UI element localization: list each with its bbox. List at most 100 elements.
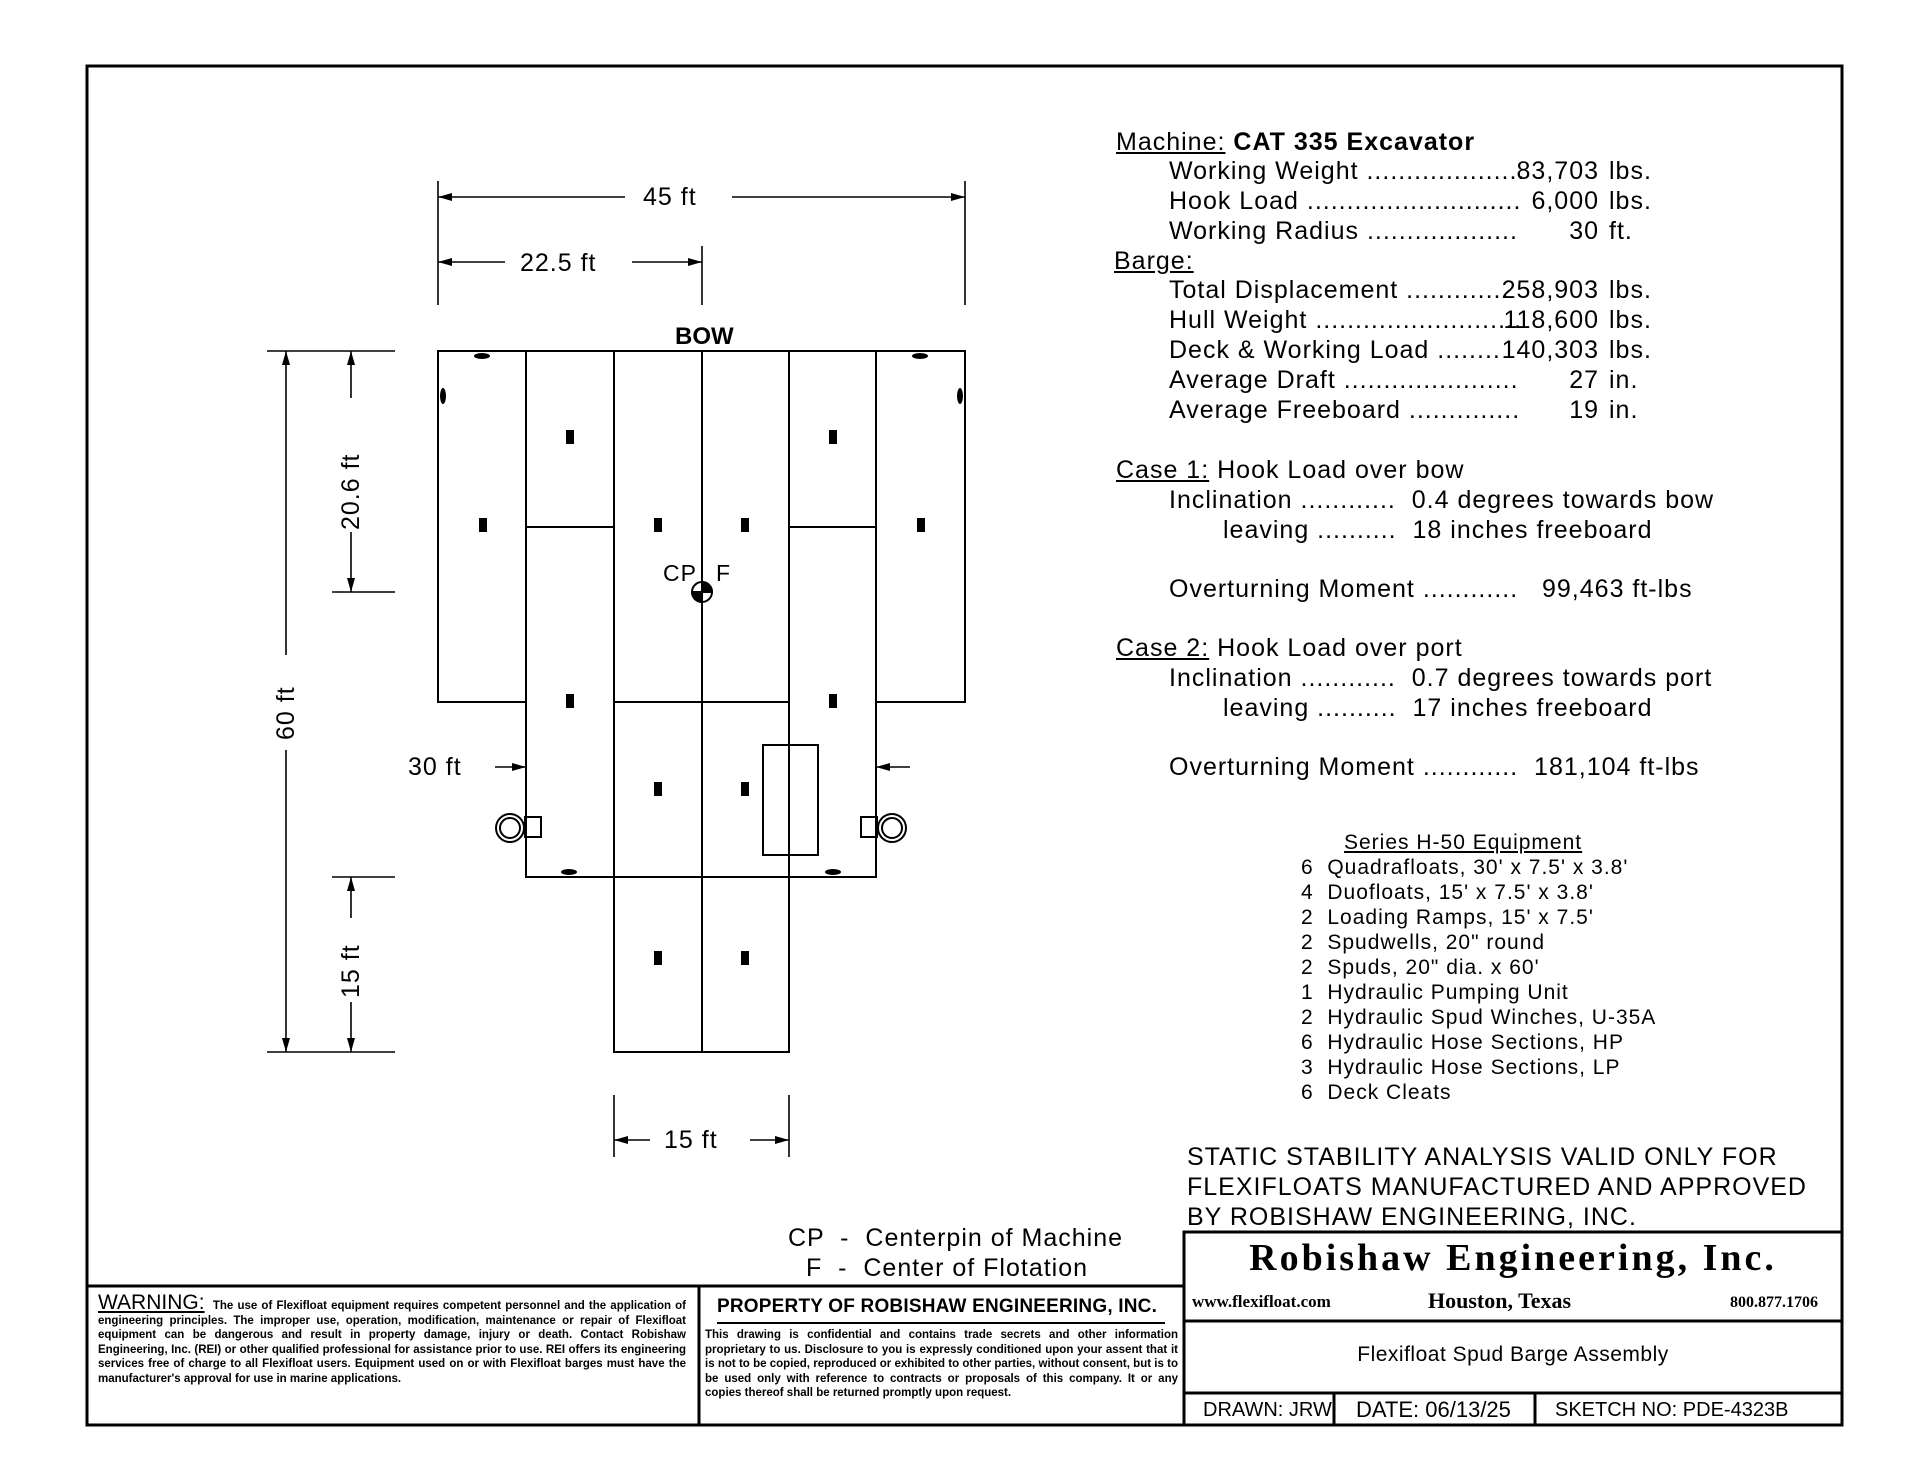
warning-heading: WARNING: — [98, 1291, 205, 1314]
dimension-lines — [267, 181, 966, 1157]
case1-title: Hook Load over bow — [1217, 456, 1465, 484]
barge-heading: Barge: — [1114, 247, 1194, 275]
dim-60ft: 60 ft — [272, 686, 300, 740]
barge-outline — [437, 350, 966, 1053]
case2-moment: Overturning Moment ............ 181,104 … — [1169, 753, 1700, 781]
dim-45ft: 45 ft — [643, 183, 697, 211]
spec-value: 258,903 — [1501, 276, 1599, 304]
spudwell-starboard — [860, 813, 907, 843]
stability-note: STATIC STABILITY ANALYSIS VALID ONLY FOR — [1187, 1143, 1778, 1171]
property-text: This drawing is confidential and contain… — [705, 1329, 1178, 1399]
case1-label: Case 1: — [1116, 456, 1210, 484]
warning-text: The use of Flexifloat equipment requires… — [98, 1300, 687, 1385]
cp-f-symbol — [690, 580, 714, 604]
property-heading: PROPERTY OF ROBISHAW ENGINEERING, INC. — [717, 1296, 1158, 1317]
equipment-item: 6 Deck Cleats — [1301, 1081, 1452, 1104]
legend-f: F - Center of Flotation — [806, 1254, 1089, 1282]
spec-value: 27 — [1569, 366, 1599, 394]
spec-label: Working Weight .................... — [1169, 157, 1526, 185]
case2-leaving: leaving .......... 17 inches freeboard — [1223, 694, 1653, 722]
spec-row: Average Draft ...................... 27 in… — [1169, 366, 1769, 396]
spec-unit: lbs. — [1609, 276, 1652, 304]
dimension-arrows — [282, 193, 965, 1144]
cp-label: CP — [663, 560, 697, 586]
spec-unit: in. — [1609, 366, 1639, 394]
spec-unit: lbs. — [1609, 336, 1652, 364]
title-block-lines — [87, 1230, 1844, 1427]
spec-value: 6,000 — [1531, 187, 1599, 215]
spec-unit: lbs. — [1609, 157, 1652, 185]
equipment-item: 2 Loading Ramps, 15' x 7.5' — [1301, 906, 1594, 929]
spec-unit: in. — [1609, 396, 1639, 424]
spec-value: 19 — [1569, 396, 1599, 424]
equipment-item: 2 Spudwells, 20" round — [1301, 931, 1546, 954]
case2-title: Hook Load over port — [1217, 634, 1463, 662]
warning-block: WARNING: The use of Flexifloat equipment… — [98, 1292, 687, 1386]
spec-row: Average Freeboard .............. 19 in. — [1169, 396, 1769, 426]
website-link[interactable]: www.flexifloat.com — [1192, 1292, 1331, 1311]
spec-row: Hull Weight ..........................11… — [1169, 306, 1769, 336]
drawing-date: DATE: 06/13/25 — [1356, 1397, 1511, 1422]
company-location: Houston, Texas — [1428, 1288, 1572, 1313]
company-name: Robishaw Engineering, Inc. — [1249, 1237, 1777, 1279]
cleat — [957, 388, 963, 404]
cleat — [825, 869, 841, 875]
spec-value: 30 — [1569, 217, 1599, 245]
machine-name: CAT 335 Excavator — [1233, 128, 1476, 156]
case1-moment: Overturning Moment ............ 99,463 f… — [1169, 575, 1693, 603]
f-label: F — [716, 560, 732, 586]
spec-label: Deck & Working Load ........ — [1169, 336, 1501, 364]
spec-label: Total Displacement ............. — [1169, 276, 1510, 304]
spec-row: Working Radius ................... 30 ft. — [1169, 217, 1769, 247]
dim-22-5ft: 22.5 ft — [520, 249, 597, 277]
sketch-number: SKETCH NO: PDE-4323B — [1555, 1399, 1789, 1421]
stability-note: FLEXIFLOATS MANUFACTURED AND APPROVED — [1187, 1173, 1807, 1201]
equipment-item: 2 Spuds, 20" dia. x 60' — [1301, 956, 1540, 979]
equipment-item: 6 Hydraulic Hose Sections, HP — [1301, 1031, 1624, 1054]
company-phone: 800.877.1706 — [1730, 1294, 1818, 1311]
spec-label: Average Draft ...................... — [1169, 366, 1519, 394]
spec-label: Average Freeboard .............. — [1169, 396, 1521, 424]
spec-unit: ft. — [1609, 217, 1633, 245]
spec-unit: lbs. — [1609, 306, 1652, 334]
cleat — [474, 353, 490, 359]
dim-20-6ft: 20.6 ft — [337, 453, 365, 531]
spec-label: Hull Weight .......................... — [1169, 306, 1522, 334]
cleat — [440, 388, 446, 404]
bow-label: BOW — [675, 323, 734, 350]
spec-value: 140,303 — [1501, 336, 1599, 364]
stability-note: BY ROBISHAW ENGINEERING, INC. — [1187, 1203, 1637, 1231]
spec-row: Working Weight ....................83,70… — [1169, 157, 1769, 187]
spec-value: 83,703 — [1516, 157, 1599, 185]
cleat — [561, 869, 577, 875]
case2-inclination: Inclination ............ 0.7 degrees tow… — [1169, 664, 1713, 692]
equipment-title: Series H-50 Equipment — [1344, 831, 1583, 854]
drawing-title: Flexifloat Spud Barge Assembly — [1357, 1343, 1669, 1366]
case2-heading: Case 2: Hook Load over port — [1116, 633, 1463, 663]
case1-inclination: Inclination ............ 0.4 degrees tow… — [1169, 486, 1715, 514]
spudwell-port — [495, 813, 542, 843]
drawn-by: DRAWN: JRW — [1203, 1399, 1332, 1421]
case1-heading: Case 1: Hook Load over bow — [1116, 455, 1464, 485]
legend-cp: CP - Centerpin of Machine — [788, 1224, 1124, 1252]
equipment-item: 2 Hydraulic Spud Winches, U-35A — [1301, 1006, 1657, 1029]
cleat — [912, 353, 928, 359]
case2-label: Case 2: — [1116, 634, 1210, 662]
spec-value: 118,600 — [1503, 306, 1599, 334]
dim-15ft-stern-width: 15 ft — [664, 1126, 718, 1154]
spec-row: Hook Load ........................... 6,0… — [1169, 187, 1769, 217]
machine-heading: Machine: CAT 335 Excavator — [1116, 127, 1475, 157]
spec-row: Total Displacement .............258,903 l… — [1169, 276, 1769, 306]
equipment-item: 3 Hydraulic Hose Sections, LP — [1301, 1056, 1621, 1079]
dim-30ft: 30 ft — [408, 753, 462, 781]
drawing-frame — [85, 64, 1844, 1427]
spec-label: Working Radius ................... — [1169, 217, 1518, 245]
hydraulic-pumping-unit — [762, 744, 819, 856]
spec-row: Deck & Working Load ........140,303 lbs. — [1169, 336, 1769, 366]
spec-label: Hook Load ........................... — [1169, 187, 1522, 215]
case1-leaving: leaving .......... 18 inches freeboard — [1223, 516, 1653, 544]
machine-label: Machine: — [1116, 128, 1226, 156]
spec-unit: lbs. — [1609, 187, 1652, 215]
equipment-item: 1 Hydraulic Pumping Unit — [1301, 981, 1569, 1004]
